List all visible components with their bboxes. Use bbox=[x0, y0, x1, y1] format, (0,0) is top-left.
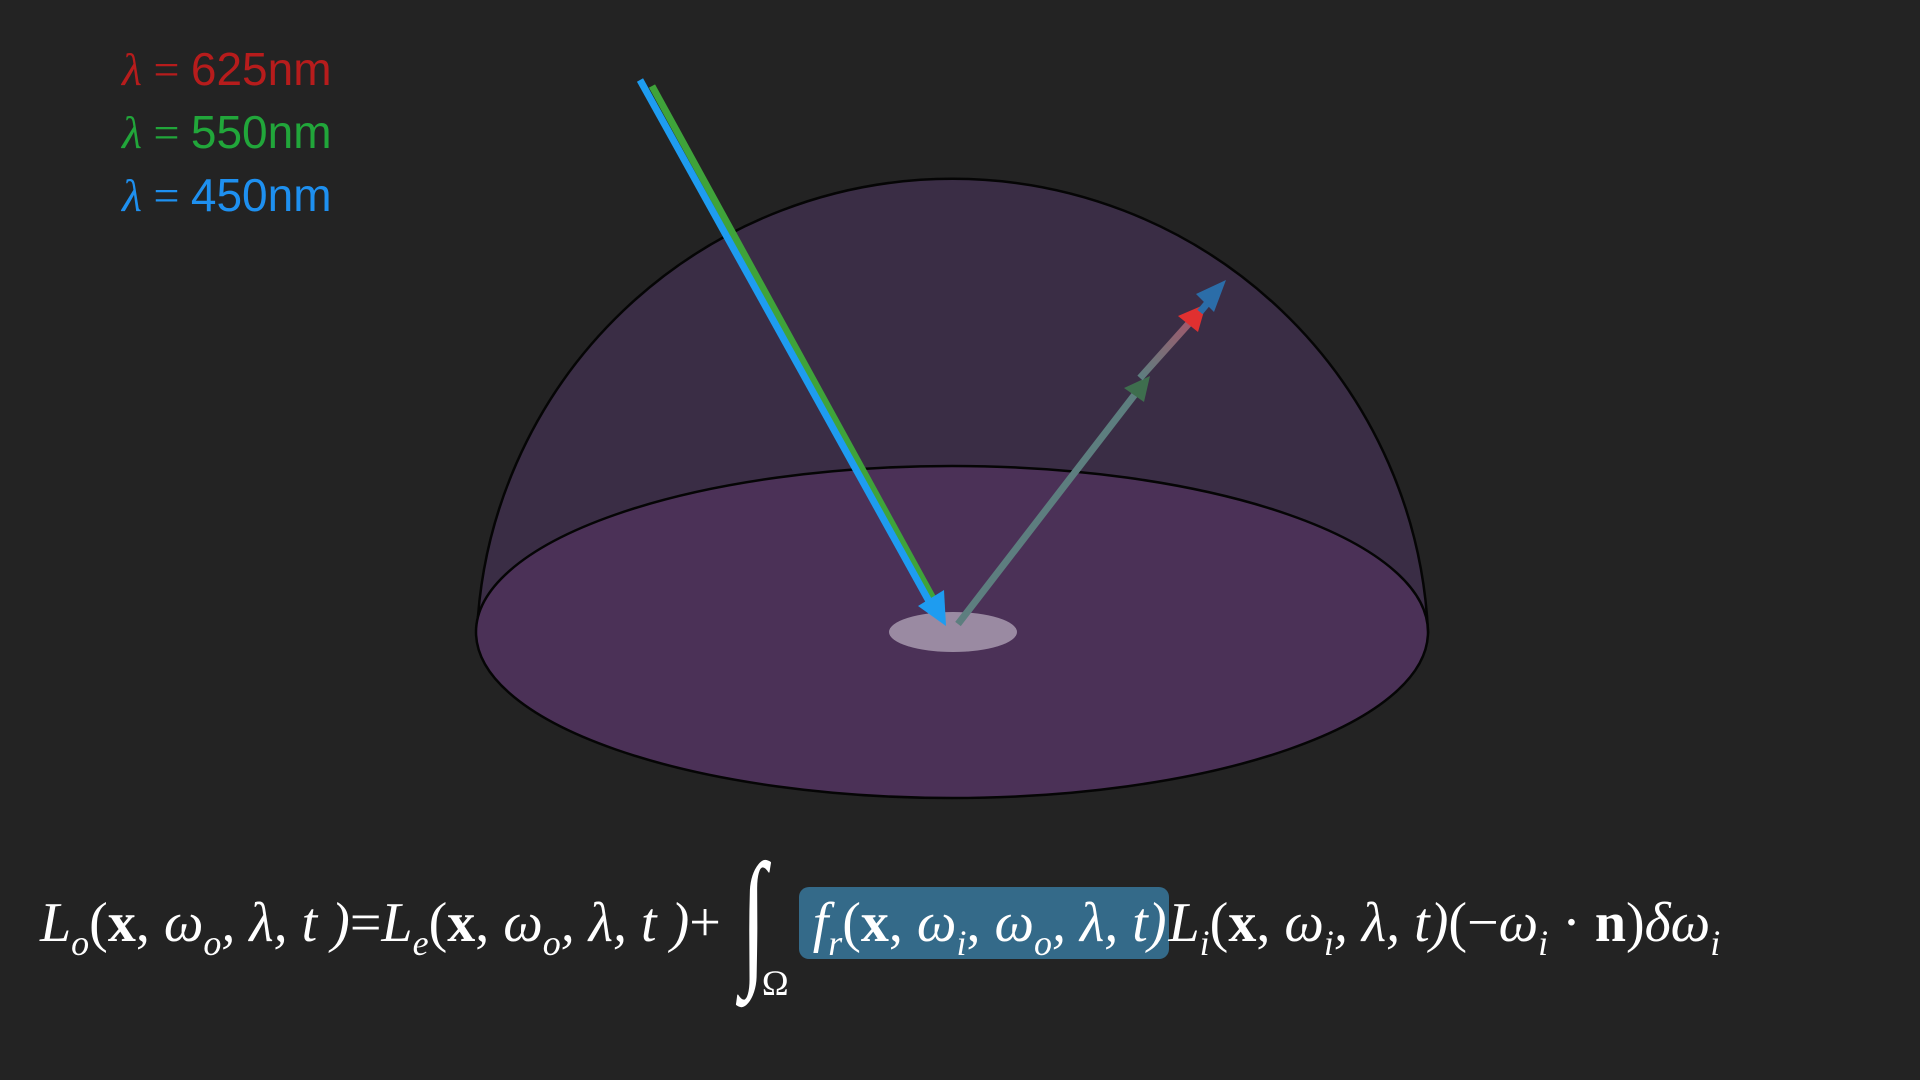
paren-open: ( bbox=[842, 892, 861, 954]
incoming-radiance-term: Li(x, ωi, λ, t) bbox=[1168, 891, 1449, 961]
subscript-i: i bbox=[1710, 923, 1721, 963]
lambda-symbol: λ bbox=[122, 44, 142, 95]
symbol-omega: ω bbox=[1670, 892, 1711, 954]
subscript-o: o bbox=[71, 923, 90, 963]
symbol-delta: δ bbox=[1644, 892, 1671, 954]
separator: , bbox=[135, 892, 164, 954]
rendering-equation: Lo(x, ωo, λ, t ) = Le(x, ωo, λ, t ) + ∫ … bbox=[40, 842, 1721, 1003]
paren-open: ( bbox=[89, 892, 108, 954]
legend-row-625nm: λ = 625nm bbox=[122, 38, 332, 101]
subscript-i: i bbox=[956, 923, 967, 963]
solid-angle-differential: δωi bbox=[1644, 891, 1721, 961]
subscript-i: i bbox=[1199, 923, 1210, 963]
equals-sign: = bbox=[141, 44, 191, 95]
symbol-L: L bbox=[1168, 892, 1200, 954]
subscript-i: i bbox=[1323, 923, 1334, 963]
paren-open: ( bbox=[1209, 892, 1229, 954]
cosine-term: (−ωi · n) bbox=[1448, 891, 1645, 961]
lambda-symbol: λ bbox=[122, 170, 142, 221]
wavelength-value: 550nm bbox=[190, 106, 332, 158]
paren-open-minus: (− bbox=[1448, 892, 1499, 954]
reflected-ray-red bbox=[1137, 317, 1195, 381]
equals-sign: = bbox=[141, 107, 191, 158]
position-x: x bbox=[107, 892, 136, 954]
args-rest: , λ, t) bbox=[1333, 892, 1449, 954]
legend-row-450nm: λ = 450nm bbox=[122, 164, 332, 227]
position-x: x bbox=[860, 892, 889, 954]
brdf-term-highlight: fr(x, ωi, ωo, λ, t) bbox=[798, 887, 1169, 961]
symbol-omega: ω bbox=[994, 892, 1035, 954]
wavelength-value: 625nm bbox=[190, 43, 332, 95]
args-rest: , λ, t) bbox=[1052, 892, 1167, 954]
incident-ray-arrowhead bbox=[918, 590, 946, 626]
emitted-radiance-term: Le(x, ωo, λ, t ) bbox=[381, 891, 690, 961]
incident-ray-green bbox=[648, 84, 939, 604]
incident-ray-blue bbox=[636, 78, 934, 605]
reflected-ray-blue-arrowhead bbox=[1196, 280, 1226, 312]
position-x: x bbox=[1228, 892, 1257, 954]
dot-operator: · bbox=[1548, 892, 1595, 954]
separator: , bbox=[888, 892, 917, 954]
legend-row-550nm: λ = 550nm bbox=[122, 101, 332, 164]
args-rest: , λ, t ) bbox=[221, 892, 350, 954]
separator: , bbox=[966, 892, 995, 954]
subscript-o: o bbox=[1034, 923, 1053, 963]
lambda-symbol: λ bbox=[122, 107, 142, 158]
subscript-i: i bbox=[1538, 923, 1549, 963]
integration-domain: Ω bbox=[761, 963, 789, 1003]
symbol-omega: ω bbox=[1284, 892, 1324, 954]
symbol-L: L bbox=[40, 892, 72, 954]
symbol-L: L bbox=[381, 892, 413, 954]
paren-open: ( bbox=[428, 892, 448, 954]
symbol-omega: ω bbox=[503, 892, 543, 954]
symbol-omega: ω bbox=[916, 892, 957, 954]
integral-sign: ∫ bbox=[740, 834, 767, 1000]
normal-n: n bbox=[1594, 892, 1626, 954]
paren-close: ) bbox=[1625, 892, 1645, 954]
subscript-o: o bbox=[203, 923, 222, 963]
separator: , bbox=[1256, 892, 1285, 954]
subscript-r: r bbox=[828, 923, 843, 963]
wavelength-legend: λ = 625nm λ = 550nm λ = 450nm bbox=[122, 38, 332, 227]
position-x: x bbox=[447, 892, 476, 954]
reflected-ray-gray bbox=[955, 390, 1139, 627]
symbol-omega: ω bbox=[1498, 892, 1539, 954]
symbol-omega: ω bbox=[163, 892, 204, 954]
args-rest: , λ, t ) bbox=[560, 892, 690, 954]
subscript-e: e bbox=[412, 923, 429, 963]
equals-sign: = bbox=[349, 892, 382, 954]
subscript-o: o bbox=[542, 923, 561, 963]
reflected-ray-green-arrowhead bbox=[1124, 376, 1150, 402]
symbol-f: f bbox=[812, 892, 829, 954]
equals-sign: = bbox=[141, 170, 191, 221]
separator: , bbox=[475, 892, 504, 954]
wavelength-value: 450nm bbox=[190, 169, 332, 221]
outgoing-radiance-term: Lo(x, ωo, λ, t ) bbox=[40, 891, 350, 961]
surface-point-spot bbox=[889, 612, 1017, 652]
plus-sign: + bbox=[689, 892, 721, 954]
